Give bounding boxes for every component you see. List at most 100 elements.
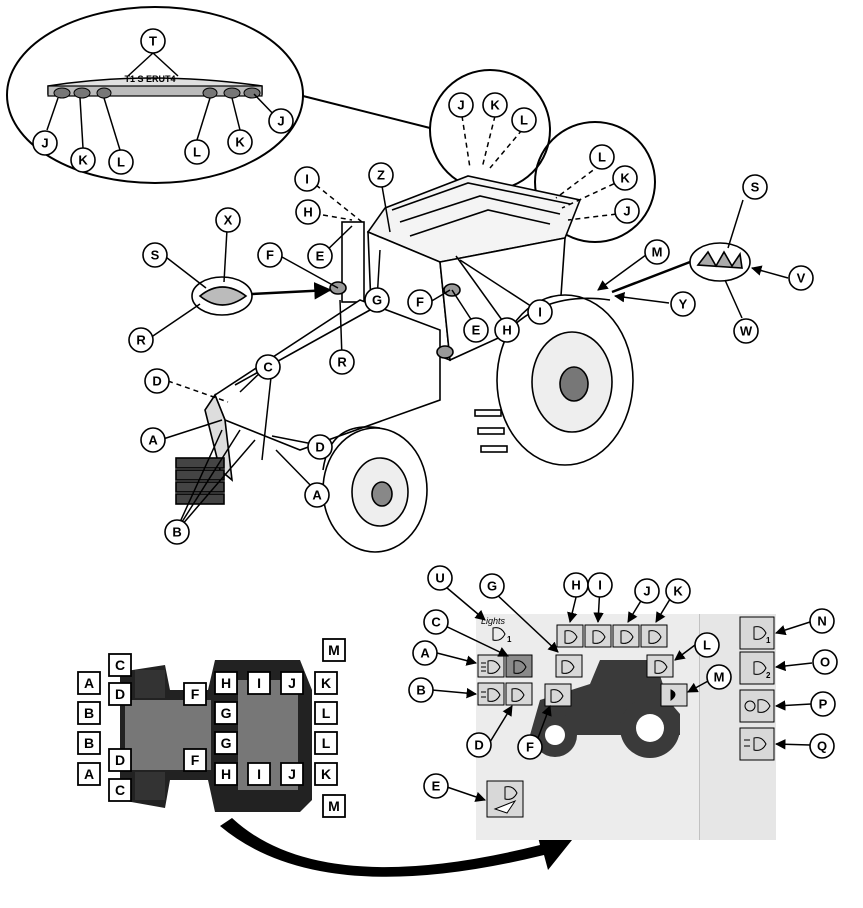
svg-text:H: H	[221, 766, 231, 782]
button-L[interactable]	[646, 654, 674, 678]
svg-text:J: J	[457, 98, 464, 113]
callout-F: F	[407, 289, 433, 315]
svg-text:G: G	[487, 579, 497, 594]
callout-Y: Y	[670, 291, 696, 317]
svg-text:K: K	[321, 766, 331, 782]
svg-text:E: E	[432, 779, 441, 794]
grid-cell-D: D	[108, 748, 132, 772]
transition-arrow	[220, 818, 580, 877]
grid-cell-J: J	[280, 671, 304, 695]
button-H[interactable]	[556, 624, 584, 648]
svg-text:A: A	[312, 488, 322, 503]
svg-text:P: P	[819, 697, 828, 712]
svg-text:A: A	[420, 646, 430, 661]
callout-K: K	[482, 92, 508, 118]
svg-text:S: S	[751, 180, 760, 195]
svg-text:N: N	[817, 614, 826, 629]
callout-F: F	[517, 734, 543, 760]
grid-cell-G: G	[214, 731, 238, 755]
svg-text:D: D	[315, 440, 324, 455]
callout-H: H	[295, 199, 321, 225]
display-panel: Lights	[476, 614, 776, 840]
svg-text:S: S	[151, 248, 160, 263]
tractor-illustration	[175, 175, 634, 553]
svg-text:M: M	[328, 798, 340, 814]
svg-text:C: C	[263, 360, 273, 375]
callout-D: D	[307, 434, 333, 460]
callout-L: L	[589, 144, 615, 170]
svg-text:A: A	[84, 675, 94, 691]
grid-cell-L: L	[314, 701, 338, 725]
callout-T: T	[140, 28, 166, 54]
svg-text:A: A	[148, 433, 158, 448]
callout-L: L	[108, 149, 134, 175]
svg-text:A: A	[84, 766, 94, 782]
callout-J: J	[448, 92, 474, 118]
grid-cell-G: G	[214, 701, 238, 725]
button-G[interactable]	[555, 654, 583, 678]
svg-text:Y: Y	[679, 297, 688, 312]
grid-cell-A: A	[77, 762, 101, 786]
callout-J: J	[614, 198, 640, 224]
svg-text:F: F	[266, 248, 274, 263]
grid-cell-F: F	[183, 682, 207, 706]
svg-text:E: E	[472, 323, 481, 338]
svg-text:B: B	[172, 525, 181, 540]
callout-A: A	[412, 640, 438, 666]
svg-text:U: U	[435, 571, 444, 586]
svg-text:I: I	[305, 172, 309, 187]
svg-text:I: I	[538, 305, 542, 320]
top-view-grid: C A D B B D A C F F H G G H I I J J M K …	[77, 638, 346, 818]
svg-text:1: 1	[507, 635, 512, 644]
callout-P: P	[810, 691, 836, 717]
svg-text:R: R	[337, 355, 347, 370]
button-N[interactable]: 1	[739, 616, 775, 650]
svg-text:L: L	[598, 150, 606, 165]
svg-text:H: H	[303, 205, 312, 220]
button-M[interactable]	[660, 683, 688, 707]
grid-cell-J: J	[280, 762, 304, 786]
svg-text:F: F	[526, 740, 534, 755]
svg-text:K: K	[235, 135, 245, 150]
svg-text:J: J	[277, 114, 284, 129]
button-A[interactable]	[477, 654, 505, 678]
button-E[interactable]	[486, 780, 524, 818]
callout-V: V	[788, 265, 814, 291]
button-O[interactable]: 2	[739, 651, 775, 685]
button-D[interactable]	[505, 682, 533, 706]
callout-M: M	[706, 664, 732, 690]
button-I[interactable]	[584, 624, 612, 648]
grid-cell-M: M	[322, 638, 346, 662]
svg-text:D: D	[115, 752, 125, 768]
button-K[interactable]	[640, 624, 668, 648]
svg-text:B: B	[84, 735, 94, 751]
callout-J: J	[32, 130, 58, 156]
svg-text:D: D	[152, 374, 161, 389]
button-P[interactable]	[739, 689, 775, 723]
callout-M: M	[644, 239, 670, 265]
callout-U: U	[427, 565, 453, 591]
svg-text:L: L	[703, 638, 711, 653]
grid-cell-H: H	[214, 671, 238, 695]
button-J[interactable]	[612, 624, 640, 648]
lightbar-text: T1 S ERUT4	[124, 74, 175, 84]
callout-H: H	[494, 317, 520, 343]
svg-text:L: L	[520, 113, 528, 128]
button-Q[interactable]	[739, 727, 775, 761]
left-lamp-detail	[191, 276, 332, 316]
grid-cell-B: B	[77, 701, 101, 725]
svg-text:L: L	[322, 705, 331, 721]
button-B[interactable]	[477, 682, 505, 706]
svg-text:J: J	[41, 136, 48, 151]
svg-text:O: O	[820, 655, 830, 670]
callout-Z: Z	[368, 162, 394, 188]
grid-cell-M: M	[322, 794, 346, 818]
callout-K: K	[70, 147, 96, 173]
svg-text:G: G	[221, 705, 232, 721]
button-F[interactable]	[544, 683, 572, 707]
svg-text:Z: Z	[377, 168, 385, 183]
lightbar-detail: T1 S ERUT4	[6, 6, 431, 184]
button-C[interactable]	[505, 654, 533, 678]
callout-I: I	[587, 572, 613, 598]
